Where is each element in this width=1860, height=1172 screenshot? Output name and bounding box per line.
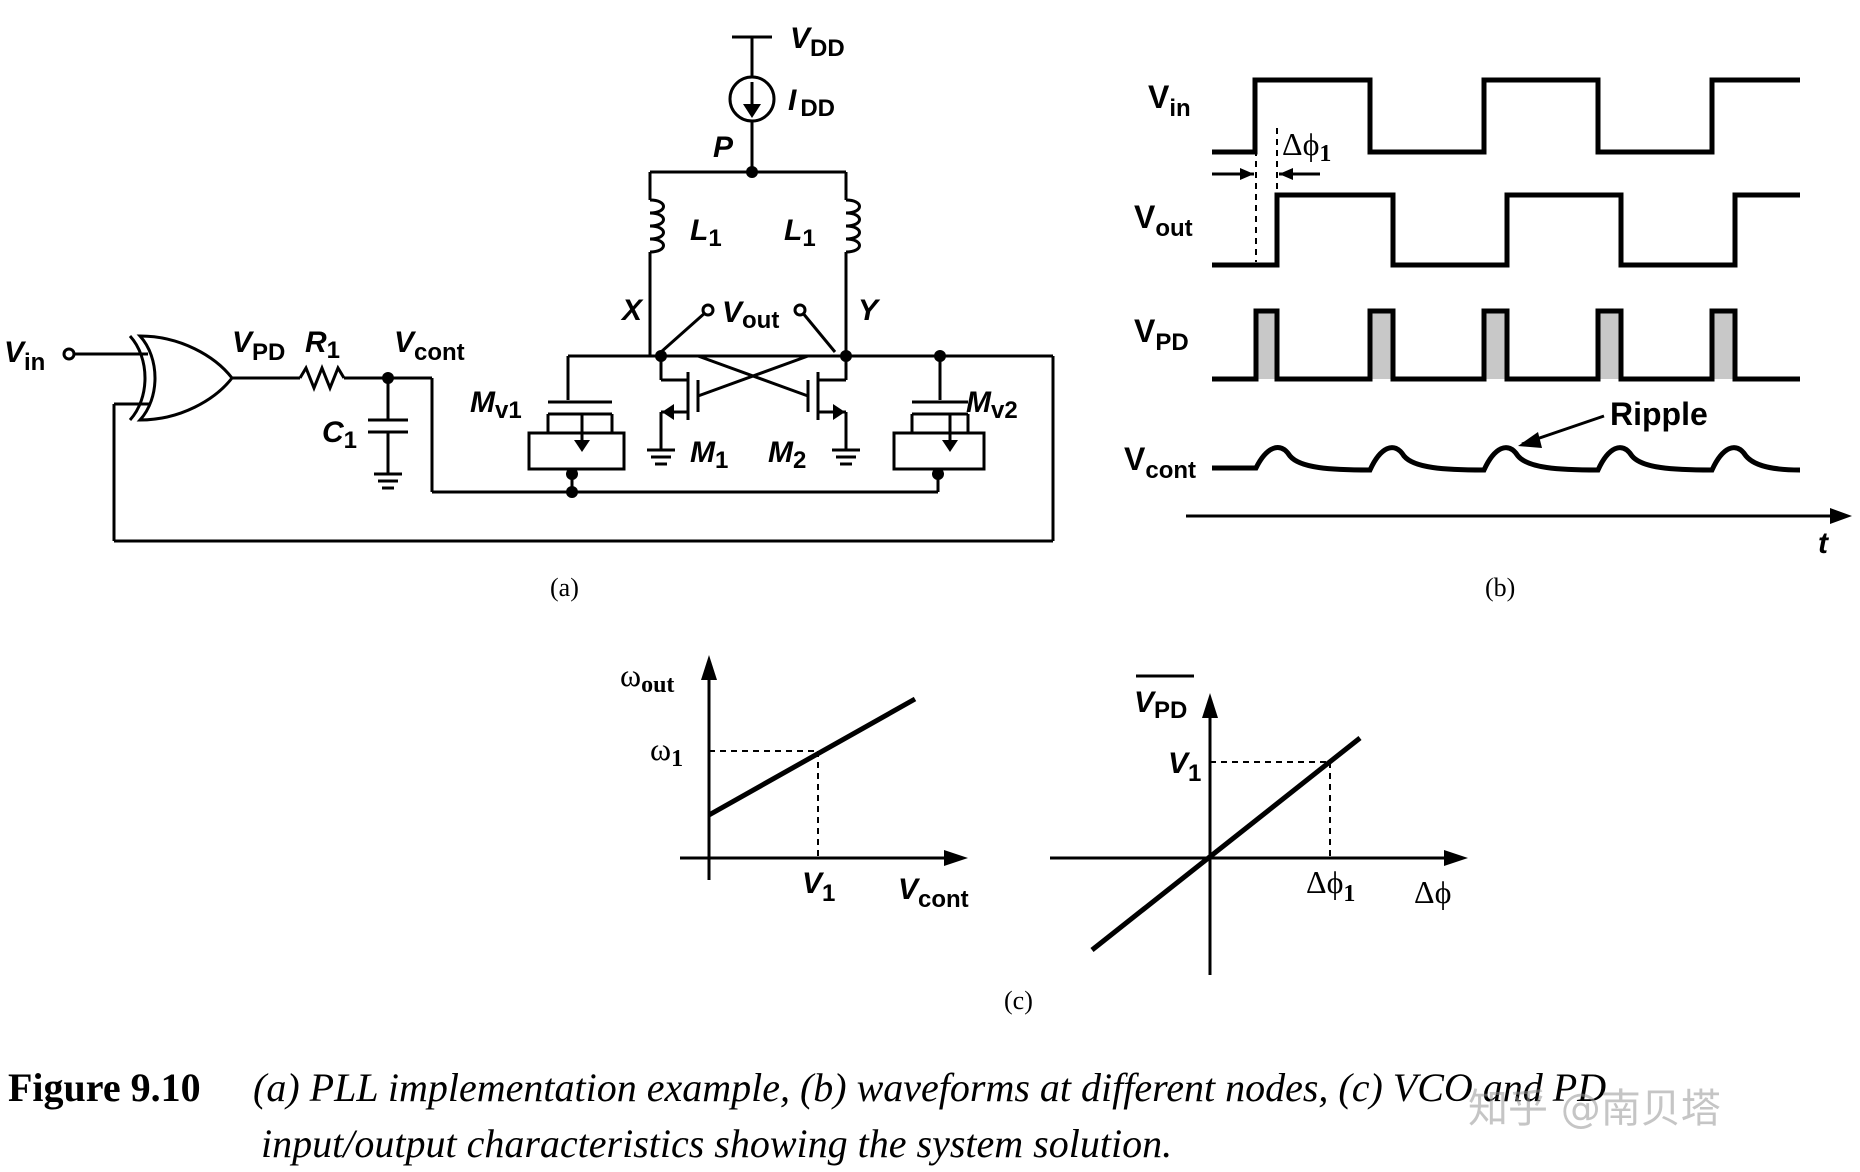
c1-label: C1 [322, 416, 357, 454]
wave-vout-label: Vout [1134, 199, 1193, 242]
transistor-m2 [806, 356, 860, 466]
vcont-axis-label: Vcont [898, 873, 969, 913]
vin-waveform [1212, 77, 1800, 155]
vout-waveform [1212, 192, 1800, 268]
watermark: 知乎 @南贝塔 [1468, 1086, 1721, 1132]
delta-phi-label: Δϕ1 [1282, 126, 1331, 167]
mv1-label: Mv1 [470, 386, 522, 424]
current-source-idd [728, 75, 776, 123]
figure-number: Figure 9.10 [8, 1065, 201, 1110]
vco-characteristic-plot: ωout ω1 V1 Vcont [620, 655, 969, 913]
m1-label: M1 [690, 436, 728, 474]
xor-phase-detector [128, 334, 234, 422]
vcont-label: Vcont [394, 326, 465, 366]
node-y-label: Y [858, 294, 881, 327]
capacitor-c1 [368, 378, 408, 490]
pd-line [1090, 736, 1362, 952]
vpd-label: VPD [232, 326, 285, 366]
time-axis-label: t [1818, 527, 1830, 560]
vdd-label: VDD [790, 22, 845, 62]
node-p-label: P [713, 131, 734, 164]
vpd-waveform [1212, 308, 1800, 382]
inductor-l1-left [649, 198, 665, 254]
vco-line [707, 696, 917, 818]
varactor-mv2 [892, 356, 986, 492]
l1-left-label: L1 [690, 214, 722, 252]
vpd-pulses [1256, 311, 1735, 379]
time-axis-arrow [1830, 508, 1852, 524]
wave-vpd-label: VPD [1134, 313, 1189, 356]
l1-right-label: L1 [784, 214, 816, 252]
mv2-label: Mv2 [966, 386, 1018, 424]
omega-out-label: ωout [620, 657, 674, 698]
node-x-label: X [620, 294, 644, 327]
vcont-waveform [1212, 445, 1801, 473]
caption-line-1: (a) PLL implementation example, (b) wave… [253, 1065, 1607, 1110]
panel-b-label: (b) [1485, 573, 1515, 602]
wave-vin-label: Vin [1148, 79, 1191, 122]
inductor-l1-right [845, 198, 861, 254]
waveforms-panel: Vin Δϕ1 Vout VPD Vcont Ripple t (b) [1124, 77, 1852, 602]
delta-phi1-label: Δϕ1 [1306, 864, 1355, 907]
resistor-r1 [298, 363, 346, 393]
caption-line-2: input/output characteristics showing the… [261, 1121, 1173, 1166]
omega1-label: ω1 [650, 731, 683, 772]
v1-x-label: V1 [802, 867, 835, 907]
v1-y-label: V1 [1168, 747, 1201, 787]
panel-c-label: (c) [1004, 986, 1033, 1015]
vpd-avg-label: VPD [1134, 686, 1187, 724]
delta-phi-axis-label: Δϕ [1414, 874, 1451, 910]
r1-label: R1 [305, 326, 340, 364]
wave-vcont-label: Vcont [1124, 441, 1196, 484]
vin-label: Vin [4, 336, 45, 376]
figure-caption: Figure 9.10 (a) PLL implementation exampl… [8, 1060, 1858, 1172]
panel-a-label: (a) [550, 573, 579, 602]
m2-label: M2 [768, 436, 806, 474]
ripple-label: Ripple [1610, 396, 1708, 432]
vout-label: Vout [722, 296, 779, 334]
varactor-mv1 [527, 356, 626, 492]
pd-characteristic-plot: VPD V1 Δϕ1 Δϕ [1050, 674, 1468, 975]
